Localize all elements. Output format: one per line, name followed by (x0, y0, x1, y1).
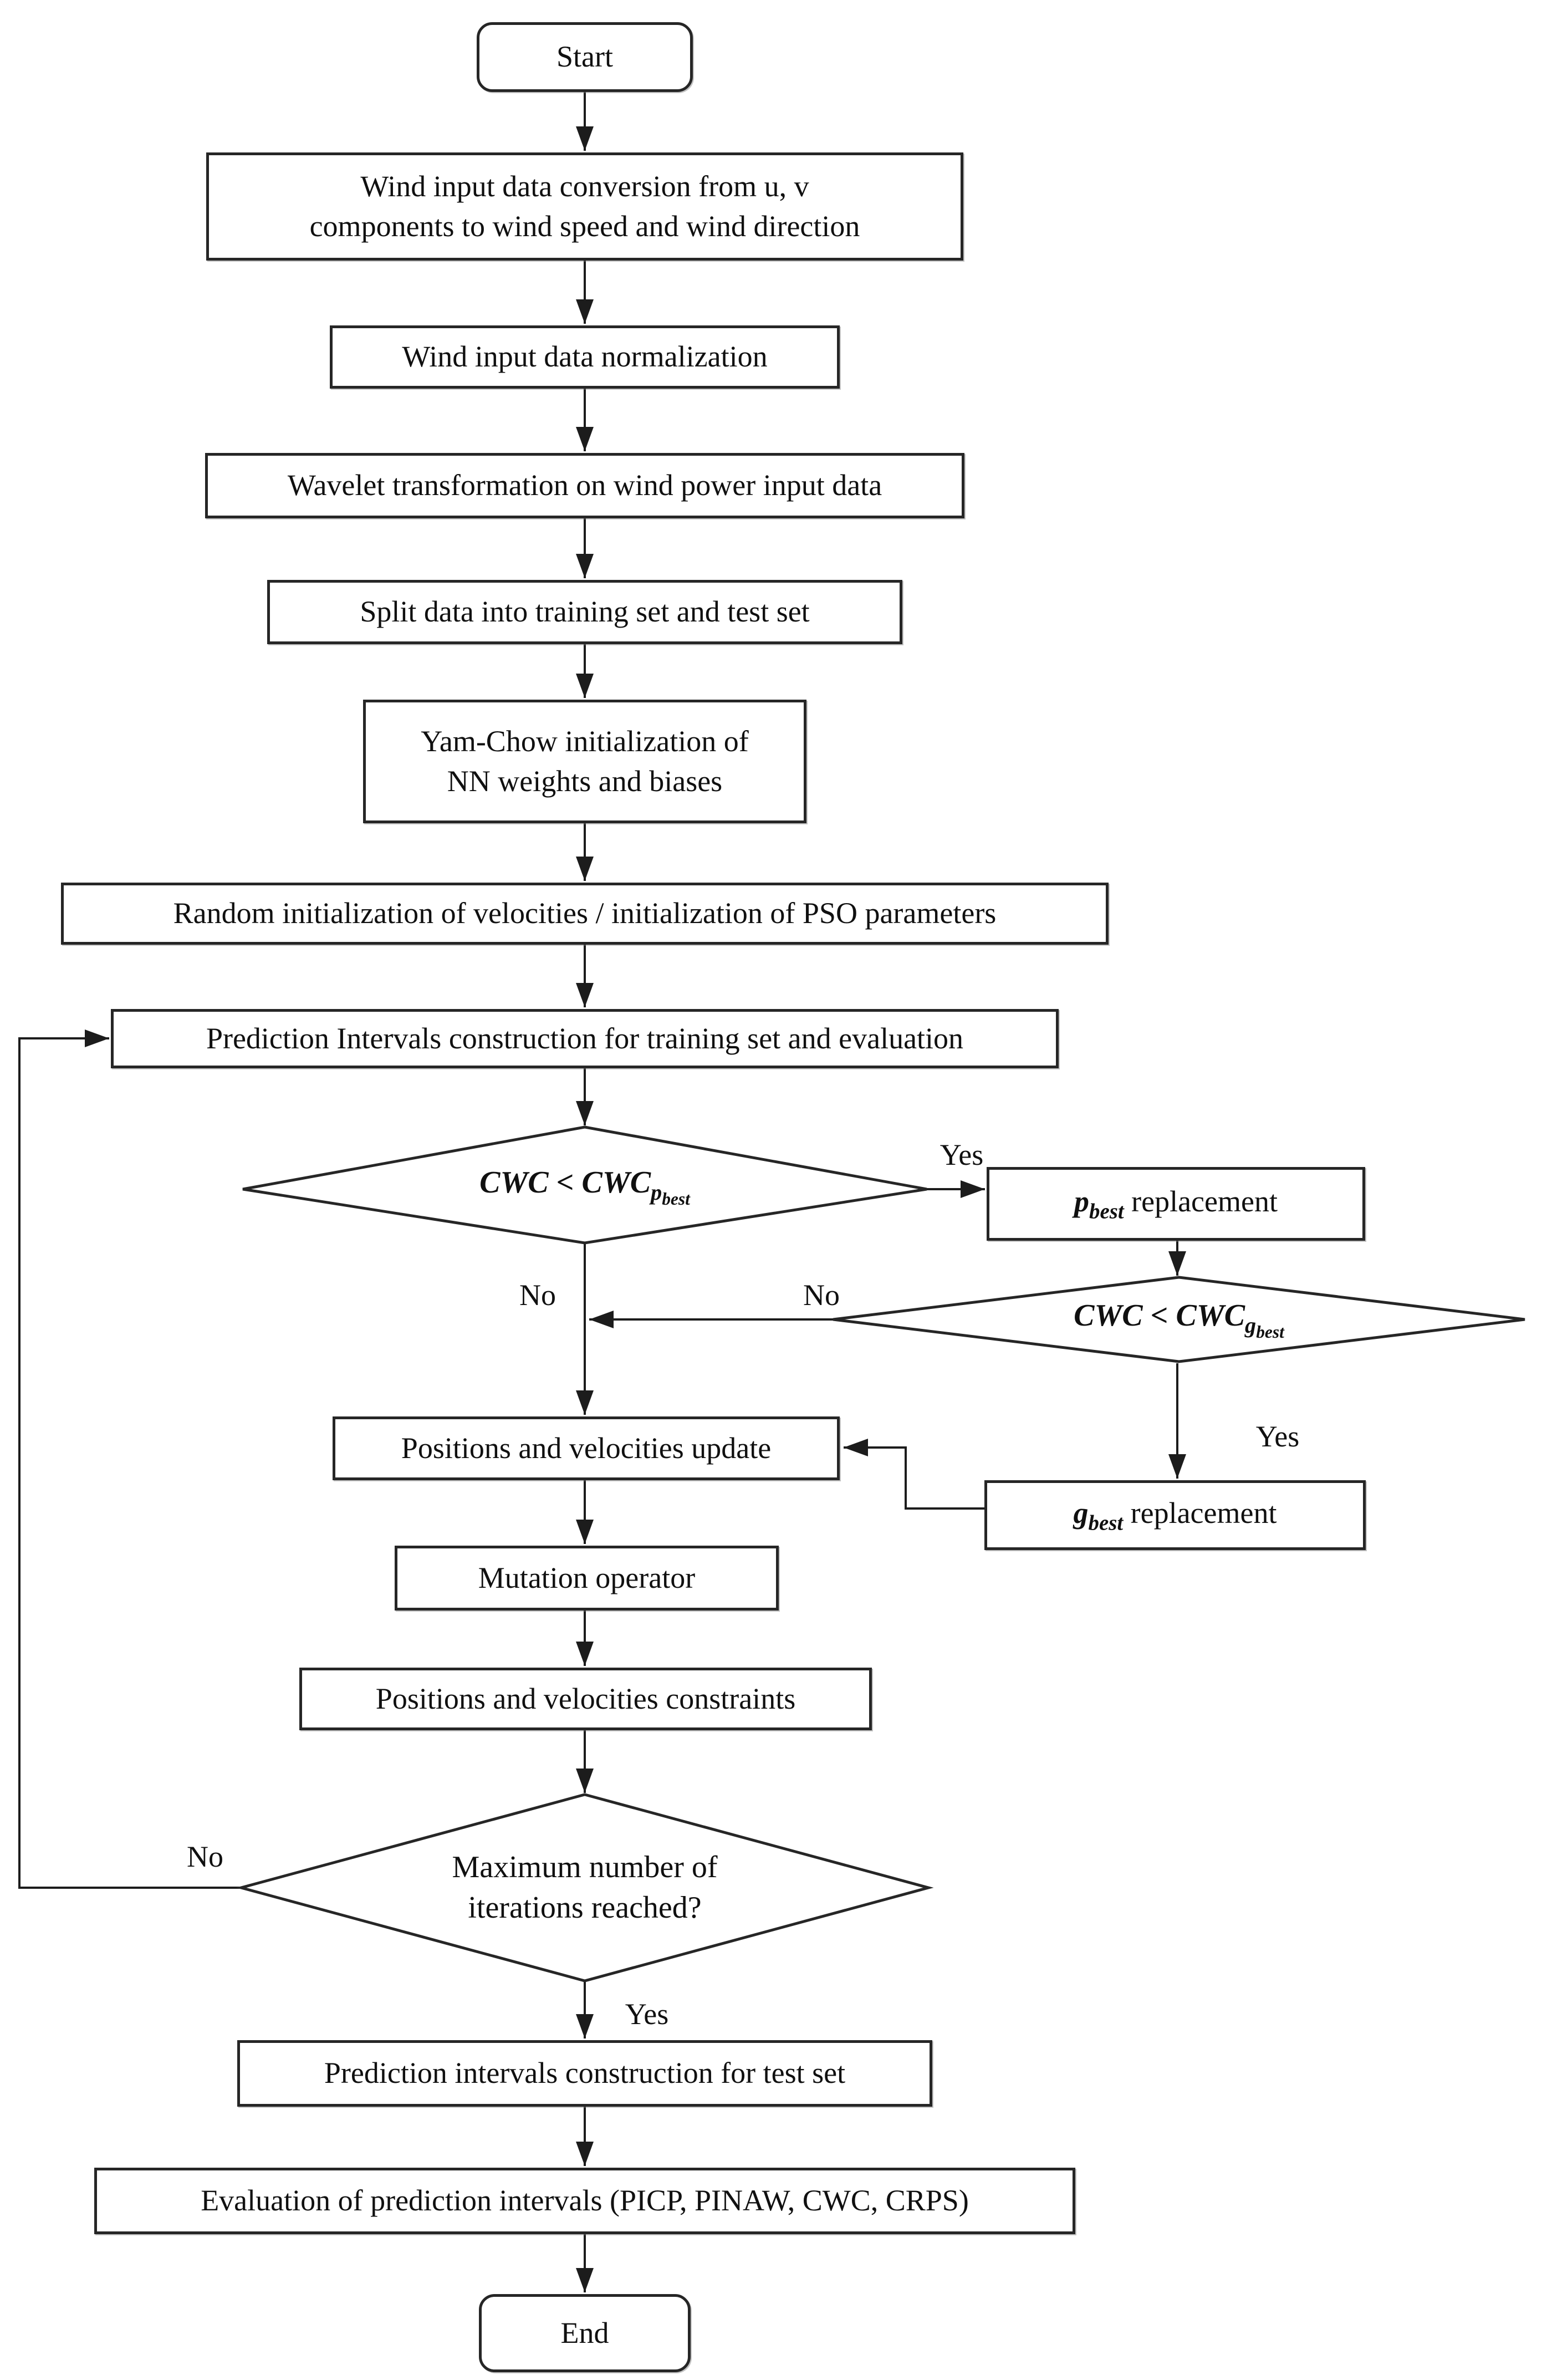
node-end-label: End (560, 2316, 609, 2350)
node-gbest-replacement-label: gbest replacement (1073, 1496, 1277, 1535)
decision-maxiter-label: Maximum number of iterations reached? (391, 1841, 779, 1935)
node-mutation: Mutation operator (395, 1546, 779, 1611)
node-mutation-label: Mutation operator (478, 1561, 696, 1594)
decision-maxiter-diamond (236, 1793, 934, 1983)
node-pi-test-label: Prediction intervals construction for te… (324, 2056, 846, 2090)
node-start-label: Start (556, 40, 613, 74)
decision-gbest-diamond (833, 1276, 1525, 1363)
node-conversion-label: Wind input data conversion from u, v com… (309, 170, 860, 243)
decision-gbest-expression: CWC < CWCgbest (1074, 1298, 1284, 1342)
node-pbest-replacement: pbest replacement (987, 1167, 1365, 1241)
decision-maxiter-text: Maximum number of iterations reached? (452, 1850, 718, 1925)
node-pi-training-label: Prediction Intervals construction for tr… (206, 1021, 964, 1055)
node-update: Positions and velocities update (333, 1416, 840, 1480)
node-yamchow-label: Yam-Chow initialization of NN weights an… (421, 725, 749, 798)
node-pi-training: Prediction Intervals construction for tr… (111, 1009, 1059, 1068)
node-wavelet: Wavelet transformation on wind power inp… (205, 453, 964, 518)
node-start: Start (477, 22, 693, 92)
edge-label-yes-pbest: Yes (940, 1138, 984, 1171)
node-normalization: Wind input data normalization (330, 325, 840, 389)
decision-pbest-expression: CWC < CWCpbest (479, 1165, 690, 1209)
node-pbest-replacement-label: pbest replacement (1074, 1185, 1278, 1224)
decision-pbest-label: CWC < CWCpbest (377, 1150, 793, 1222)
edge-label-yes-gbest: Yes (1255, 1420, 1300, 1453)
connector-gbest-update (844, 1439, 984, 1510)
decision-gbest-label: CWC < CWCgbest (971, 1283, 1387, 1355)
node-split-label: Split data into training set and test se… (360, 595, 810, 629)
node-gbest-replacement: gbest replacement (984, 1480, 1366, 1550)
node-split: Split data into training set and test se… (267, 580, 902, 644)
node-constraints-label: Positions and velocities constraints (375, 1681, 796, 1715)
node-wavelet-label: Wavelet transformation on wind power inp… (287, 468, 882, 502)
node-pi-test: Prediction intervals construction for te… (237, 2040, 932, 2107)
node-random-init: Random initialization of velocities / in… (61, 883, 1109, 945)
node-conversion: Wind input data conversion from u, v com… (206, 152, 963, 261)
node-end: End (479, 2294, 691, 2372)
node-update-label: Positions and velocities update (401, 1431, 772, 1465)
node-evaluation: Evaluation of prediction intervals (PICP… (94, 2168, 1075, 2234)
edge-label-no-pbest: No (519, 1278, 556, 1312)
node-random-init-label: Random initialization of velocities / in… (173, 896, 997, 930)
edge-label-yes-maxiter: Yes (625, 1997, 669, 2031)
decision-pbest-diamond (242, 1125, 927, 1245)
node-yamchow: Yam-Chow initialization of NN weights an… (363, 700, 806, 823)
connector-no-maxiter-loopback (18, 1030, 241, 1889)
edge-label-no-gbest: No (803, 1278, 840, 1312)
node-constraints: Positions and velocities constraints (299, 1668, 872, 1730)
node-evaluation-label: Evaluation of prediction intervals (PICP… (201, 2184, 969, 2218)
node-normalization-label: Wind input data normalization (402, 340, 768, 374)
edge-label-no-maxiter: No (187, 1840, 223, 1873)
